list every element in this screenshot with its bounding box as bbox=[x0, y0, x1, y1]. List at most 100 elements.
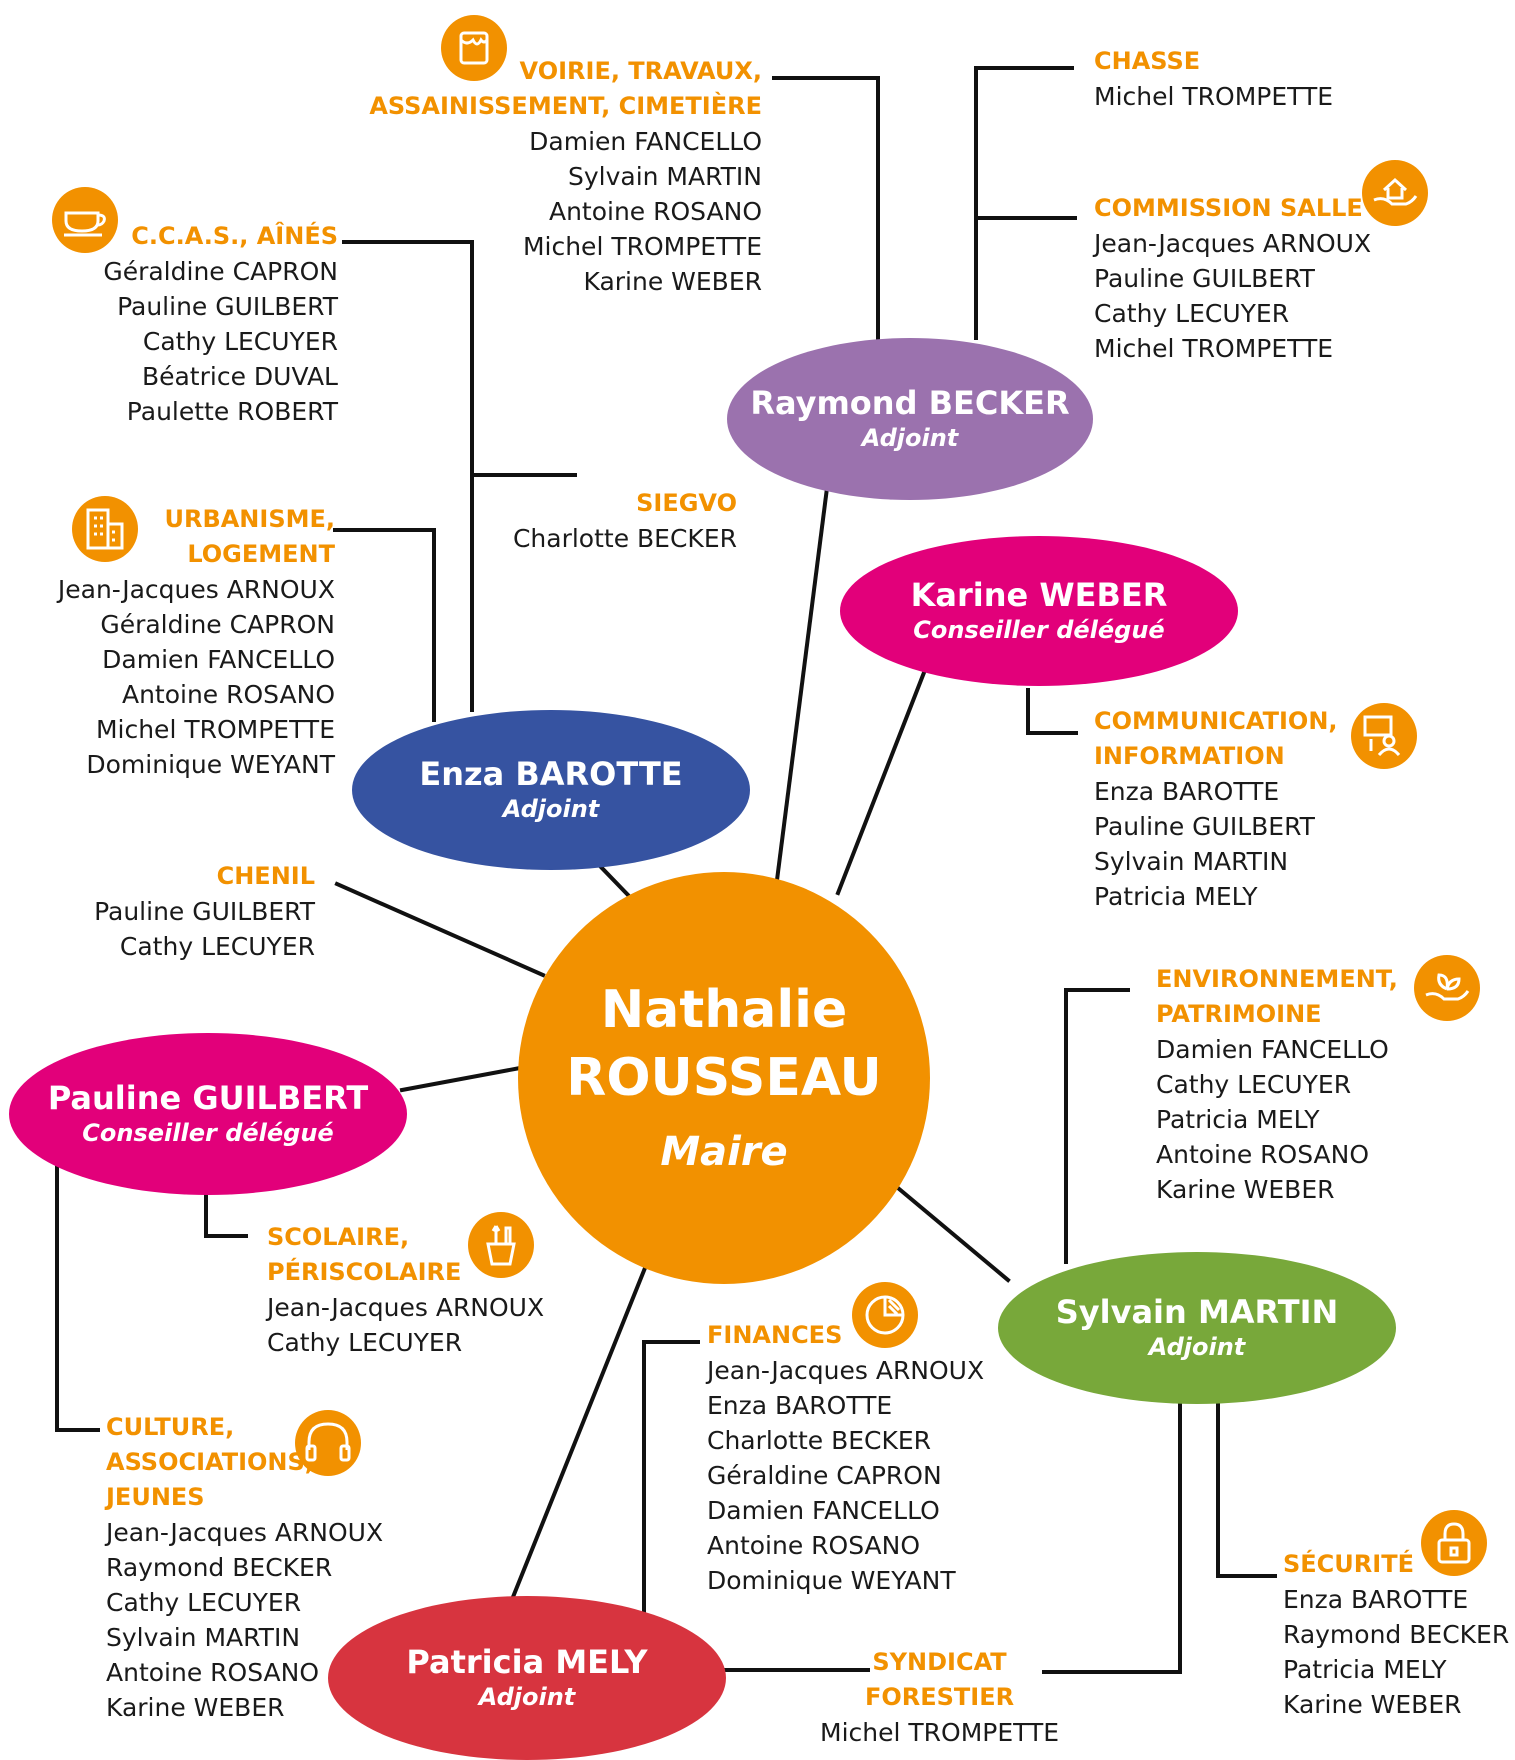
link-securite bbox=[1216, 1398, 1277, 1578]
link-urbanisme bbox=[333, 528, 436, 722]
group-scolaire: SCOLAIRE, PÉRISCOLAIRE Jean-Jacques ARNO… bbox=[267, 1220, 544, 1360]
mely-name: Patricia MELY bbox=[406, 1643, 648, 1681]
culture-member: Jean-Jacques ARNOUX bbox=[106, 1518, 384, 1547]
communication-title-1: COMMUNICATION, bbox=[1094, 707, 1338, 735]
paint-bucket-icon bbox=[441, 15, 507, 81]
urbanisme-member: Géraldine CAPRON bbox=[100, 610, 335, 639]
salle-member: Michel TROMPETTE bbox=[1094, 334, 1334, 363]
ccas-member: Pauline GUILBERT bbox=[117, 292, 338, 321]
chenil-member: Cathy LECUYER bbox=[119, 932, 315, 961]
environnement-member: Antoine ROSANO bbox=[1156, 1140, 1370, 1169]
salle-member: Pauline GUILBERT bbox=[1094, 264, 1315, 293]
securite-member: Patricia MELY bbox=[1283, 1655, 1447, 1684]
pencil-cup-icon bbox=[468, 1212, 534, 1278]
spoke-martin bbox=[895, 1185, 1011, 1283]
voirie-member: Sylvain MARTIN bbox=[567, 162, 762, 191]
link-chasse-salle bbox=[974, 66, 1074, 340]
chasse-title: CHASSE bbox=[1094, 47, 1201, 75]
securite-member: Karine WEBER bbox=[1283, 1690, 1462, 1719]
communication-member: Pauline GUILBERT bbox=[1094, 812, 1315, 841]
syndicat-title-1: SYNDICAT bbox=[872, 1648, 1007, 1676]
becker-node: Raymond BECKER Adjoint bbox=[727, 338, 1093, 500]
spoke-weber bbox=[835, 667, 928, 896]
finances-member: Dominique WEYANT bbox=[707, 1566, 956, 1595]
martin-role: Adjoint bbox=[1148, 1333, 1246, 1361]
communication-member: Patricia MELY bbox=[1094, 882, 1258, 911]
link-ccas bbox=[342, 240, 474, 712]
culture-title-2: ASSOCIATIONS, bbox=[106, 1448, 314, 1476]
guilbert-node: Pauline GUILBERT Conseiller délégué bbox=[9, 1033, 407, 1195]
environnement-member: Damien FANCELLO bbox=[1156, 1035, 1389, 1064]
ccas-member: Géraldine CAPRON bbox=[103, 257, 338, 286]
ccas-member: Paulette ROBERT bbox=[126, 397, 338, 426]
plant-hand-icon bbox=[1414, 955, 1480, 1021]
salle-member: Jean-Jacques ARNOUX bbox=[1094, 229, 1372, 258]
communication-member: Enza BAROTTE bbox=[1094, 777, 1280, 806]
scolaire-title-2: PÉRISCOLAIRE bbox=[267, 1258, 462, 1286]
mayor-name-first: Nathalie bbox=[600, 980, 848, 1040]
link-communication bbox=[1026, 688, 1078, 735]
group-communication: COMMUNICATION, INFORMATION Enza BAROTTE … bbox=[1094, 704, 1338, 914]
culture-member: Sylvain MARTIN bbox=[106, 1623, 301, 1652]
finances-member: Damien FANCELLO bbox=[707, 1496, 940, 1525]
mely-node: Patricia MELY Adjoint bbox=[328, 1596, 726, 1760]
finances-member: Enza BAROTTE bbox=[707, 1391, 893, 1420]
mayor-node: Nathalie ROUSSEAU Maire bbox=[518, 872, 930, 1284]
group-culture: CULTURE, ASSOCIATIONS, JEUNES Jean-Jacqu… bbox=[106, 1410, 383, 1725]
martin-node: Sylvain MARTIN Adjoint bbox=[998, 1252, 1396, 1404]
salle-member: Cathy LECUYER bbox=[1094, 299, 1290, 328]
environnement-member: Patricia MELY bbox=[1156, 1105, 1320, 1134]
finances-member: Géraldine CAPRON bbox=[707, 1461, 942, 1490]
environnement-member: Karine WEBER bbox=[1156, 1175, 1335, 1204]
finances-title: FINANCES bbox=[707, 1321, 843, 1349]
teacup-icon bbox=[52, 187, 118, 253]
culture-member: Cathy LECUYER bbox=[106, 1588, 302, 1617]
spoke-barotte bbox=[597, 863, 631, 898]
urbanisme-title-1: URBANISME, bbox=[164, 505, 335, 533]
group-environnement: ENVIRONNEMENT, PATRIMOINE Damien FANCELL… bbox=[1156, 962, 1398, 1207]
house-hand-icon bbox=[1362, 160, 1428, 226]
barotte-name: Enza BAROTTE bbox=[419, 755, 683, 793]
environnement-member: Cathy LECUYER bbox=[1156, 1070, 1352, 1099]
culture-title-3: JEUNES bbox=[106, 1483, 205, 1511]
urbanisme-member: Jean-Jacques ARNOUX bbox=[57, 575, 335, 604]
group-securite: SÉCURITÉ Enza BAROTTE Raymond BECKER Pat… bbox=[1283, 1547, 1509, 1722]
barotte-node: Enza BAROTTE Adjoint bbox=[352, 710, 750, 870]
group-siegvo: SIEGVO Charlotte BECKER bbox=[513, 486, 737, 556]
voirie-member: Antoine ROSANO bbox=[548, 197, 762, 226]
group-voirie: VOIRIE, TRAVAUX, ASSAINISSEMENT, CIMETIÈ… bbox=[369, 54, 762, 299]
headphones-icon bbox=[295, 1410, 361, 1476]
group-chasse: CHASSE Michel TROMPETTE bbox=[1094, 44, 1333, 114]
securite-title: SÉCURITÉ bbox=[1283, 1550, 1414, 1578]
syndicat-member: Michel TROMPETTE bbox=[820, 1718, 1060, 1747]
link-scolaire bbox=[204, 1192, 248, 1238]
spoke-chenil bbox=[334, 881, 546, 978]
finances-member: Antoine ROSANO bbox=[707, 1531, 921, 1560]
communication-title-2: INFORMATION bbox=[1094, 742, 1285, 770]
mely-role: Adjoint bbox=[478, 1683, 576, 1711]
urbanisme-member: Dominique WEYANT bbox=[86, 750, 335, 779]
salle-title: COMMISSION SALLE bbox=[1094, 194, 1363, 222]
group-syndicat: SYNDICAT FORESTIER Michel TROMPETTE bbox=[820, 1645, 1059, 1750]
scolaire-member: Cathy LECUYER bbox=[267, 1328, 463, 1357]
syndicat-title-2: FORESTIER bbox=[864, 1683, 1015, 1711]
siegvo-member: Charlotte BECKER bbox=[512, 524, 737, 553]
ccas-member: Cathy LECUYER bbox=[142, 327, 338, 356]
culture-member: Karine WEBER bbox=[106, 1693, 285, 1722]
voirie-member: Michel TROMPETTE bbox=[522, 232, 762, 261]
weber-node: Karine WEBER Conseiller délégué bbox=[840, 536, 1238, 686]
mayor-name-last: ROUSSEAU bbox=[566, 1048, 882, 1108]
guilbert-role: Conseiller délégué bbox=[82, 1119, 334, 1147]
buildings-icon bbox=[72, 496, 138, 562]
voirie-title-2: ASSAINISSEMENT, CIMETIÈRE bbox=[369, 92, 762, 120]
urbanisme-title-2: LOGEMENT bbox=[187, 540, 335, 568]
voirie-member: Damien FANCELLO bbox=[529, 127, 762, 156]
spoke-becker bbox=[774, 485, 830, 883]
link-finances bbox=[642, 1340, 700, 1627]
mayor-role: Maire bbox=[660, 1129, 788, 1175]
becker-name: Raymond BECKER bbox=[750, 384, 1070, 422]
ccas-title: C.C.A.S., AÎNÉS bbox=[131, 222, 338, 250]
voirie-title-1: VOIRIE, TRAVAUX, bbox=[519, 57, 762, 85]
culture-member: Antoine ROSANO bbox=[106, 1658, 320, 1687]
